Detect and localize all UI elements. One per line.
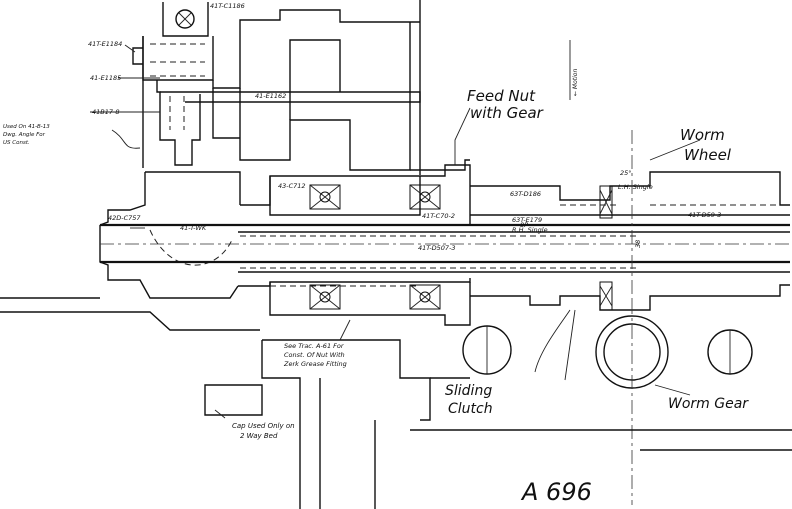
part-label: 8P xyxy=(520,221,528,229)
used-on-note-2: Dwg. Angle For xyxy=(3,132,46,138)
part-label: 38 xyxy=(634,240,642,248)
part-label: 41T-D507-3 xyxy=(418,244,456,252)
cap-note-2: 2 Way Bed xyxy=(240,432,278,440)
part-label: 41B17-8 xyxy=(92,108,119,116)
main-shaft xyxy=(100,223,790,273)
sliding-clutch-label-1: Sliding xyxy=(445,383,492,399)
part-label: 41T-D59-3 xyxy=(688,211,721,219)
part-label: 43-C712 xyxy=(278,182,306,190)
worm-wheel-label-2: Wheel xyxy=(684,146,732,164)
part-label: 41T-C70-2 xyxy=(422,212,455,220)
part-label: 42D-C757 xyxy=(108,214,141,222)
part-label: L.H. Single xyxy=(618,183,653,191)
see-trac-note-1: See Trac. A-61 For xyxy=(284,342,345,350)
bearing-assembly xyxy=(240,159,790,225)
part-label: 41T-C1186 xyxy=(210,2,245,10)
see-trac-note-2: Const. Of Nut With xyxy=(284,351,345,359)
feed-nut-label-1: Feed Nut xyxy=(467,87,536,105)
worm-wheel-label-1: Worm xyxy=(680,126,725,144)
part-label: 63T-E179 xyxy=(512,216,542,224)
lower-assembly xyxy=(238,278,790,326)
motion-note: ← Motion xyxy=(572,69,579,96)
left-housing xyxy=(0,171,260,331)
part-label: 41-E1162 xyxy=(255,92,286,100)
part-label: 63T-D186 xyxy=(510,190,541,198)
part-label: 25° xyxy=(620,169,632,177)
lower-structure xyxy=(204,339,792,509)
see-trac-note-3: Zerk Grease Fitting xyxy=(283,360,347,368)
part-label: 41-T-WK xyxy=(180,224,207,232)
part-label: 41-E1185 xyxy=(90,74,121,82)
part-number-labels: 41T-C1186 41T-E1184 41-E1185 41-E1162 41… xyxy=(88,2,721,252)
used-on-note-1: Used On 41-B-13 xyxy=(3,124,50,130)
cap-note-1: Cap Used Only on xyxy=(232,422,295,430)
leader-lines xyxy=(90,40,701,419)
callout-text: Feed Nut with Gear Worm Wheel Sliding Cl… xyxy=(3,69,749,506)
drawing-number: A 696 xyxy=(520,478,592,506)
feed-nut-label-2: with Gear xyxy=(470,104,544,122)
gear-circles xyxy=(462,130,753,505)
used-on-note-3: US Const. xyxy=(3,140,30,146)
worm-gear-label: Worm Gear xyxy=(668,396,749,412)
upper-bracket xyxy=(132,0,445,175)
part-label: R.H. Single xyxy=(512,226,548,234)
part-label: 41T-E1184 xyxy=(88,40,122,48)
sliding-clutch-label-2: Clutch xyxy=(448,401,493,417)
